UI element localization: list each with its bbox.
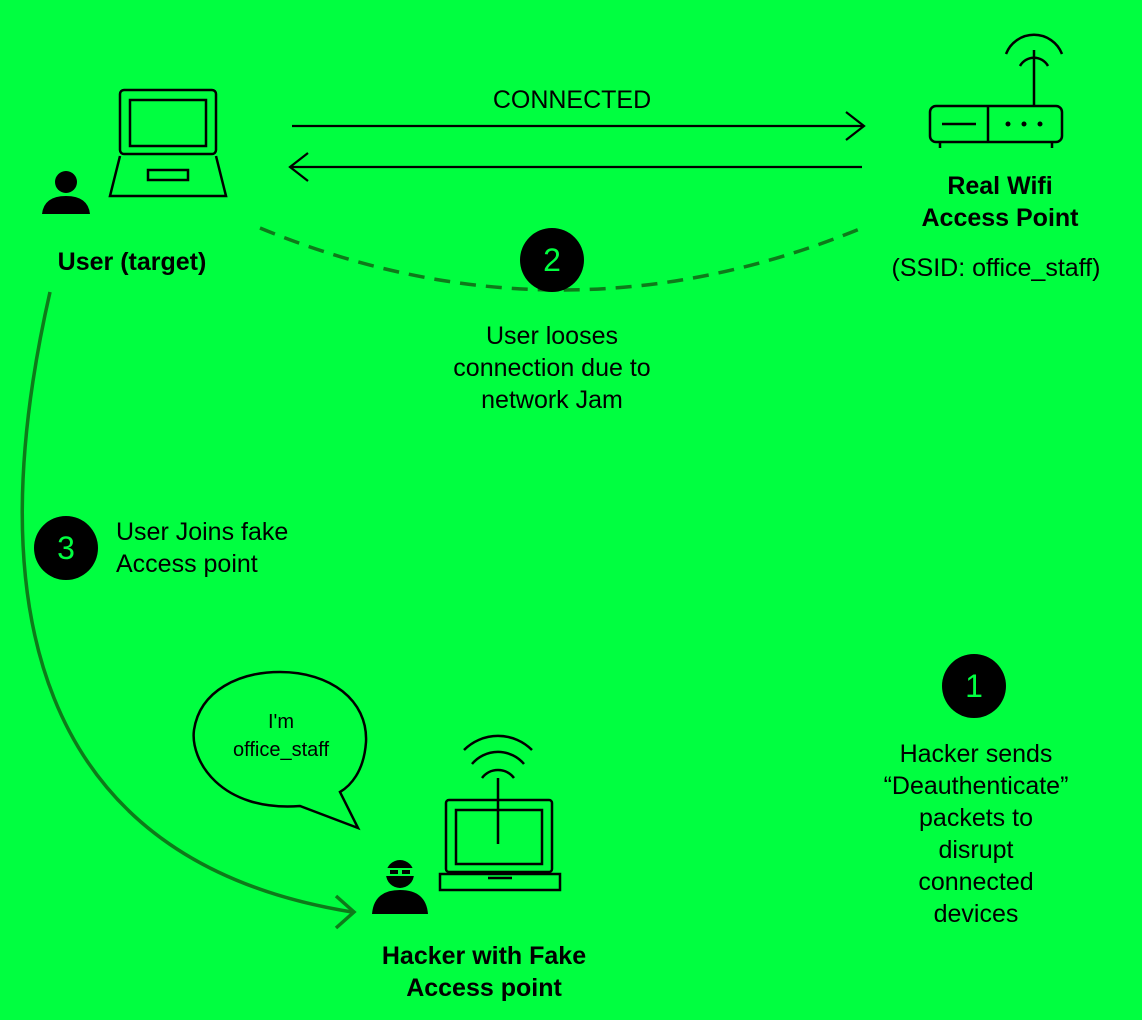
- step-2-text: User looses connection due to network Ja…: [453, 322, 651, 414]
- real-ap-ssid: (SSID: office_staff): [891, 254, 1101, 282]
- fake-ap-laptop-icon: [438, 734, 562, 892]
- step-3-text: User Joins fake Access point: [116, 518, 289, 578]
- user-icon: [42, 171, 90, 214]
- router-lights: [1005, 121, 1043, 127]
- join-arrowhead: [334, 894, 357, 930]
- step-2-badge: 2: [520, 228, 584, 292]
- real-ap-title: Real Wifi Access Point: [921, 172, 1079, 232]
- lost-connection-dashed-path: [259, 226, 863, 292]
- speech-bubble: [192, 670, 368, 831]
- speech-text: I'm office_staff: [233, 711, 329, 761]
- step-1-badge: 1: [942, 654, 1006, 718]
- step-1-text: Hacker sends “Deauthenticate” packets to…: [883, 740, 1069, 928]
- connection-arrows: [288, 111, 866, 182]
- connected-label: CONNECTED: [492, 86, 652, 114]
- router-icon: [928, 33, 1064, 148]
- laptop-icon: [108, 88, 228, 198]
- hacker-icon: [372, 856, 428, 914]
- hacker-label: Hacker with Fake Access point: [381, 942, 587, 1002]
- step-3-badge: 3: [34, 516, 98, 580]
- join-fake-ap-path: [20, 291, 353, 914]
- user-label: User (target): [57, 248, 207, 276]
